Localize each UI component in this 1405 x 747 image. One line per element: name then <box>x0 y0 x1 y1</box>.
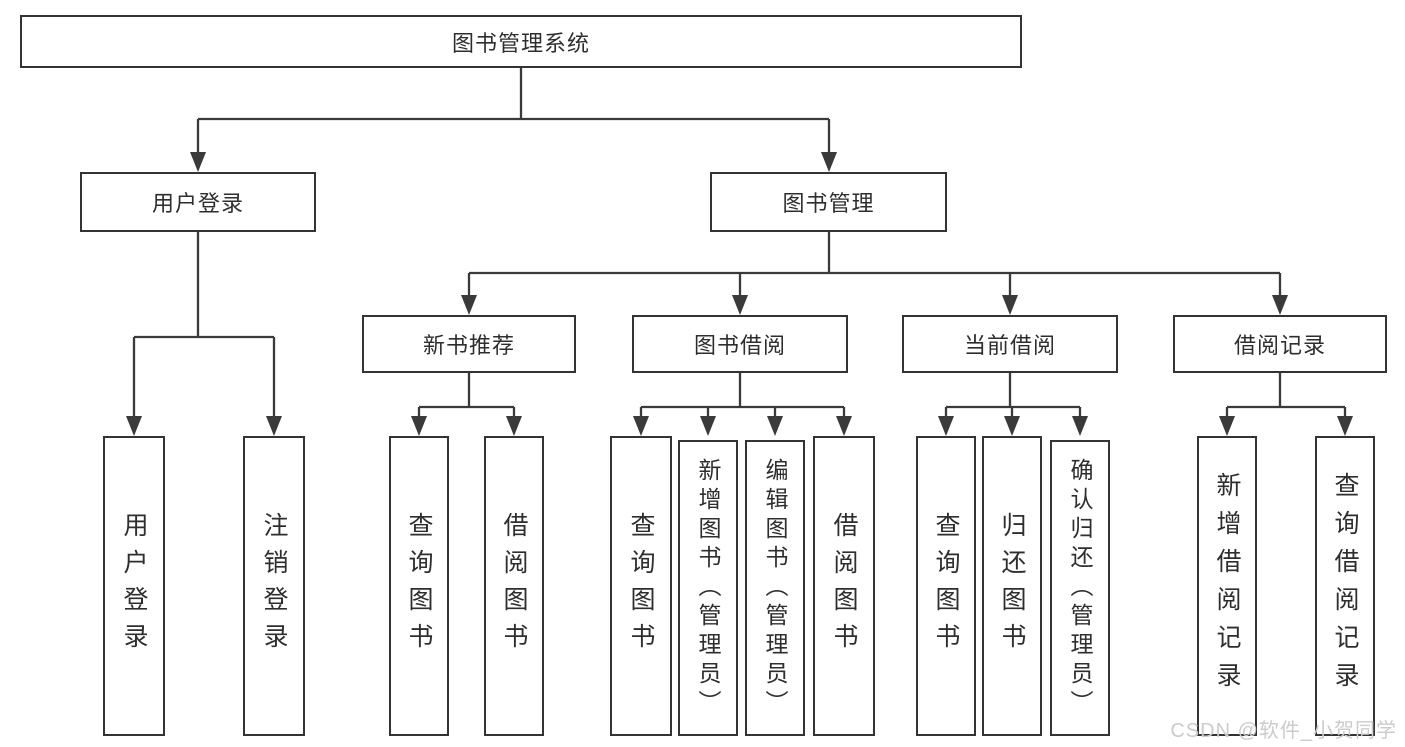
connector-book-borrow-to-leaves <box>633 373 852 436</box>
node-current-borrowing: 当前借阅 <box>902 315 1118 373</box>
node-label: 查询借阅记录 <box>1331 472 1359 700</box>
node-label: 新增图书（管理员） <box>695 457 721 719</box>
leaf-confirm-return-admin: 确认归还（管理员） <box>1050 440 1110 736</box>
node-borrowing-records: 借阅记录 <box>1173 315 1387 373</box>
node-label: 图书借阅 <box>693 333 786 358</box>
connector-borrow-records-to-leaves <box>1219 373 1353 436</box>
node-label: 借阅记录 <box>1233 333 1326 358</box>
node-label: 注销登录 <box>260 512 288 660</box>
leaf-logout: 注销登录 <box>243 436 305 736</box>
node-label: 查询图书 <box>627 512 655 660</box>
leaf-user-login: 用户登录 <box>103 436 165 736</box>
node-root: 图书管理系统 <box>20 15 1022 68</box>
node-new-book-recommendation: 新书推荐 <box>362 315 576 373</box>
leaf-query-borrow-record: 查询借阅记录 <box>1315 436 1375 736</box>
leaf-query-books-2: 查询图书 <box>610 436 672 736</box>
node-label: 归还图书 <box>998 512 1026 660</box>
node-label: 用户登录 <box>120 512 148 660</box>
leaf-return-books: 归还图书 <box>982 436 1042 736</box>
connector-new-book-rec-to-leaves <box>411 373 522 436</box>
leaf-query-books-3: 查询图书 <box>916 436 976 736</box>
node-label: 借阅图书 <box>830 512 858 660</box>
node-label: 借阅图书 <box>500 512 528 660</box>
node-label: 新书推荐 <box>422 333 515 358</box>
leaf-add-books-admin: 新增图书（管理员） <box>678 440 738 736</box>
node-book-borrowing: 图书借阅 <box>632 315 848 373</box>
leaf-edit-books-admin: 编辑图书（管理员） <box>745 440 805 736</box>
node-label: 用户登录 <box>151 191 244 216</box>
node-label: 查询图书 <box>405 512 433 660</box>
leaf-borrow-books-1: 借阅图书 <box>484 436 544 736</box>
csdn-watermark: CSDN @软件_小贺同学 <box>1170 720 1397 742</box>
node-root-label: 图书管理系统 <box>451 30 590 56</box>
node-label: 查询图书 <box>932 512 960 660</box>
node-label: 当前借阅 <box>963 333 1056 358</box>
node-label: 图书管理 <box>782 191 875 216</box>
leaf-borrow-books-2: 借阅图书 <box>813 436 875 736</box>
connector-current-borrow-to-leaves <box>938 373 1088 436</box>
node-user-login: 用户登录 <box>80 172 316 232</box>
node-label: 编辑图书（管理员） <box>762 457 788 719</box>
leaf-query-books-1: 查询图书 <box>389 436 449 736</box>
node-label: 新增借阅记录 <box>1213 472 1241 700</box>
connector-book-mgmt-to-level3 <box>461 232 1288 315</box>
connector-user-login-to-leaves <box>126 232 282 436</box>
node-label: 确认归还（管理员） <box>1067 457 1093 719</box>
node-book-management: 图书管理 <box>710 172 947 232</box>
leaf-add-borrow-record: 新增借阅记录 <box>1197 436 1257 736</box>
connector-root-to-level2 <box>190 68 837 172</box>
